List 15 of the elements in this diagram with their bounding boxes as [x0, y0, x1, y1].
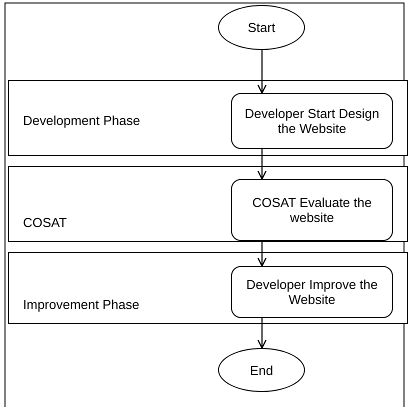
phase-label: Improvement Phase	[23, 297, 140, 312]
phase-label: Development Phase	[23, 113, 140, 128]
arrow	[257, 149, 267, 180]
process-box: Developer Improve the Website	[231, 266, 393, 318]
arrow	[257, 50, 267, 94]
phase-band	[8, 166, 408, 242]
phase-label: COSAT	[23, 215, 67, 230]
arrow	[257, 241, 267, 267]
phase-band	[8, 252, 408, 324]
terminal-ellipse: End	[218, 348, 305, 392]
phase-band	[8, 80, 408, 156]
arrow	[257, 318, 267, 349]
process-box: Developer Start Design the Website	[231, 93, 393, 149]
terminal-ellipse: Start	[218, 5, 305, 50]
process-box: COSAT Evaluate the website	[231, 179, 393, 241]
